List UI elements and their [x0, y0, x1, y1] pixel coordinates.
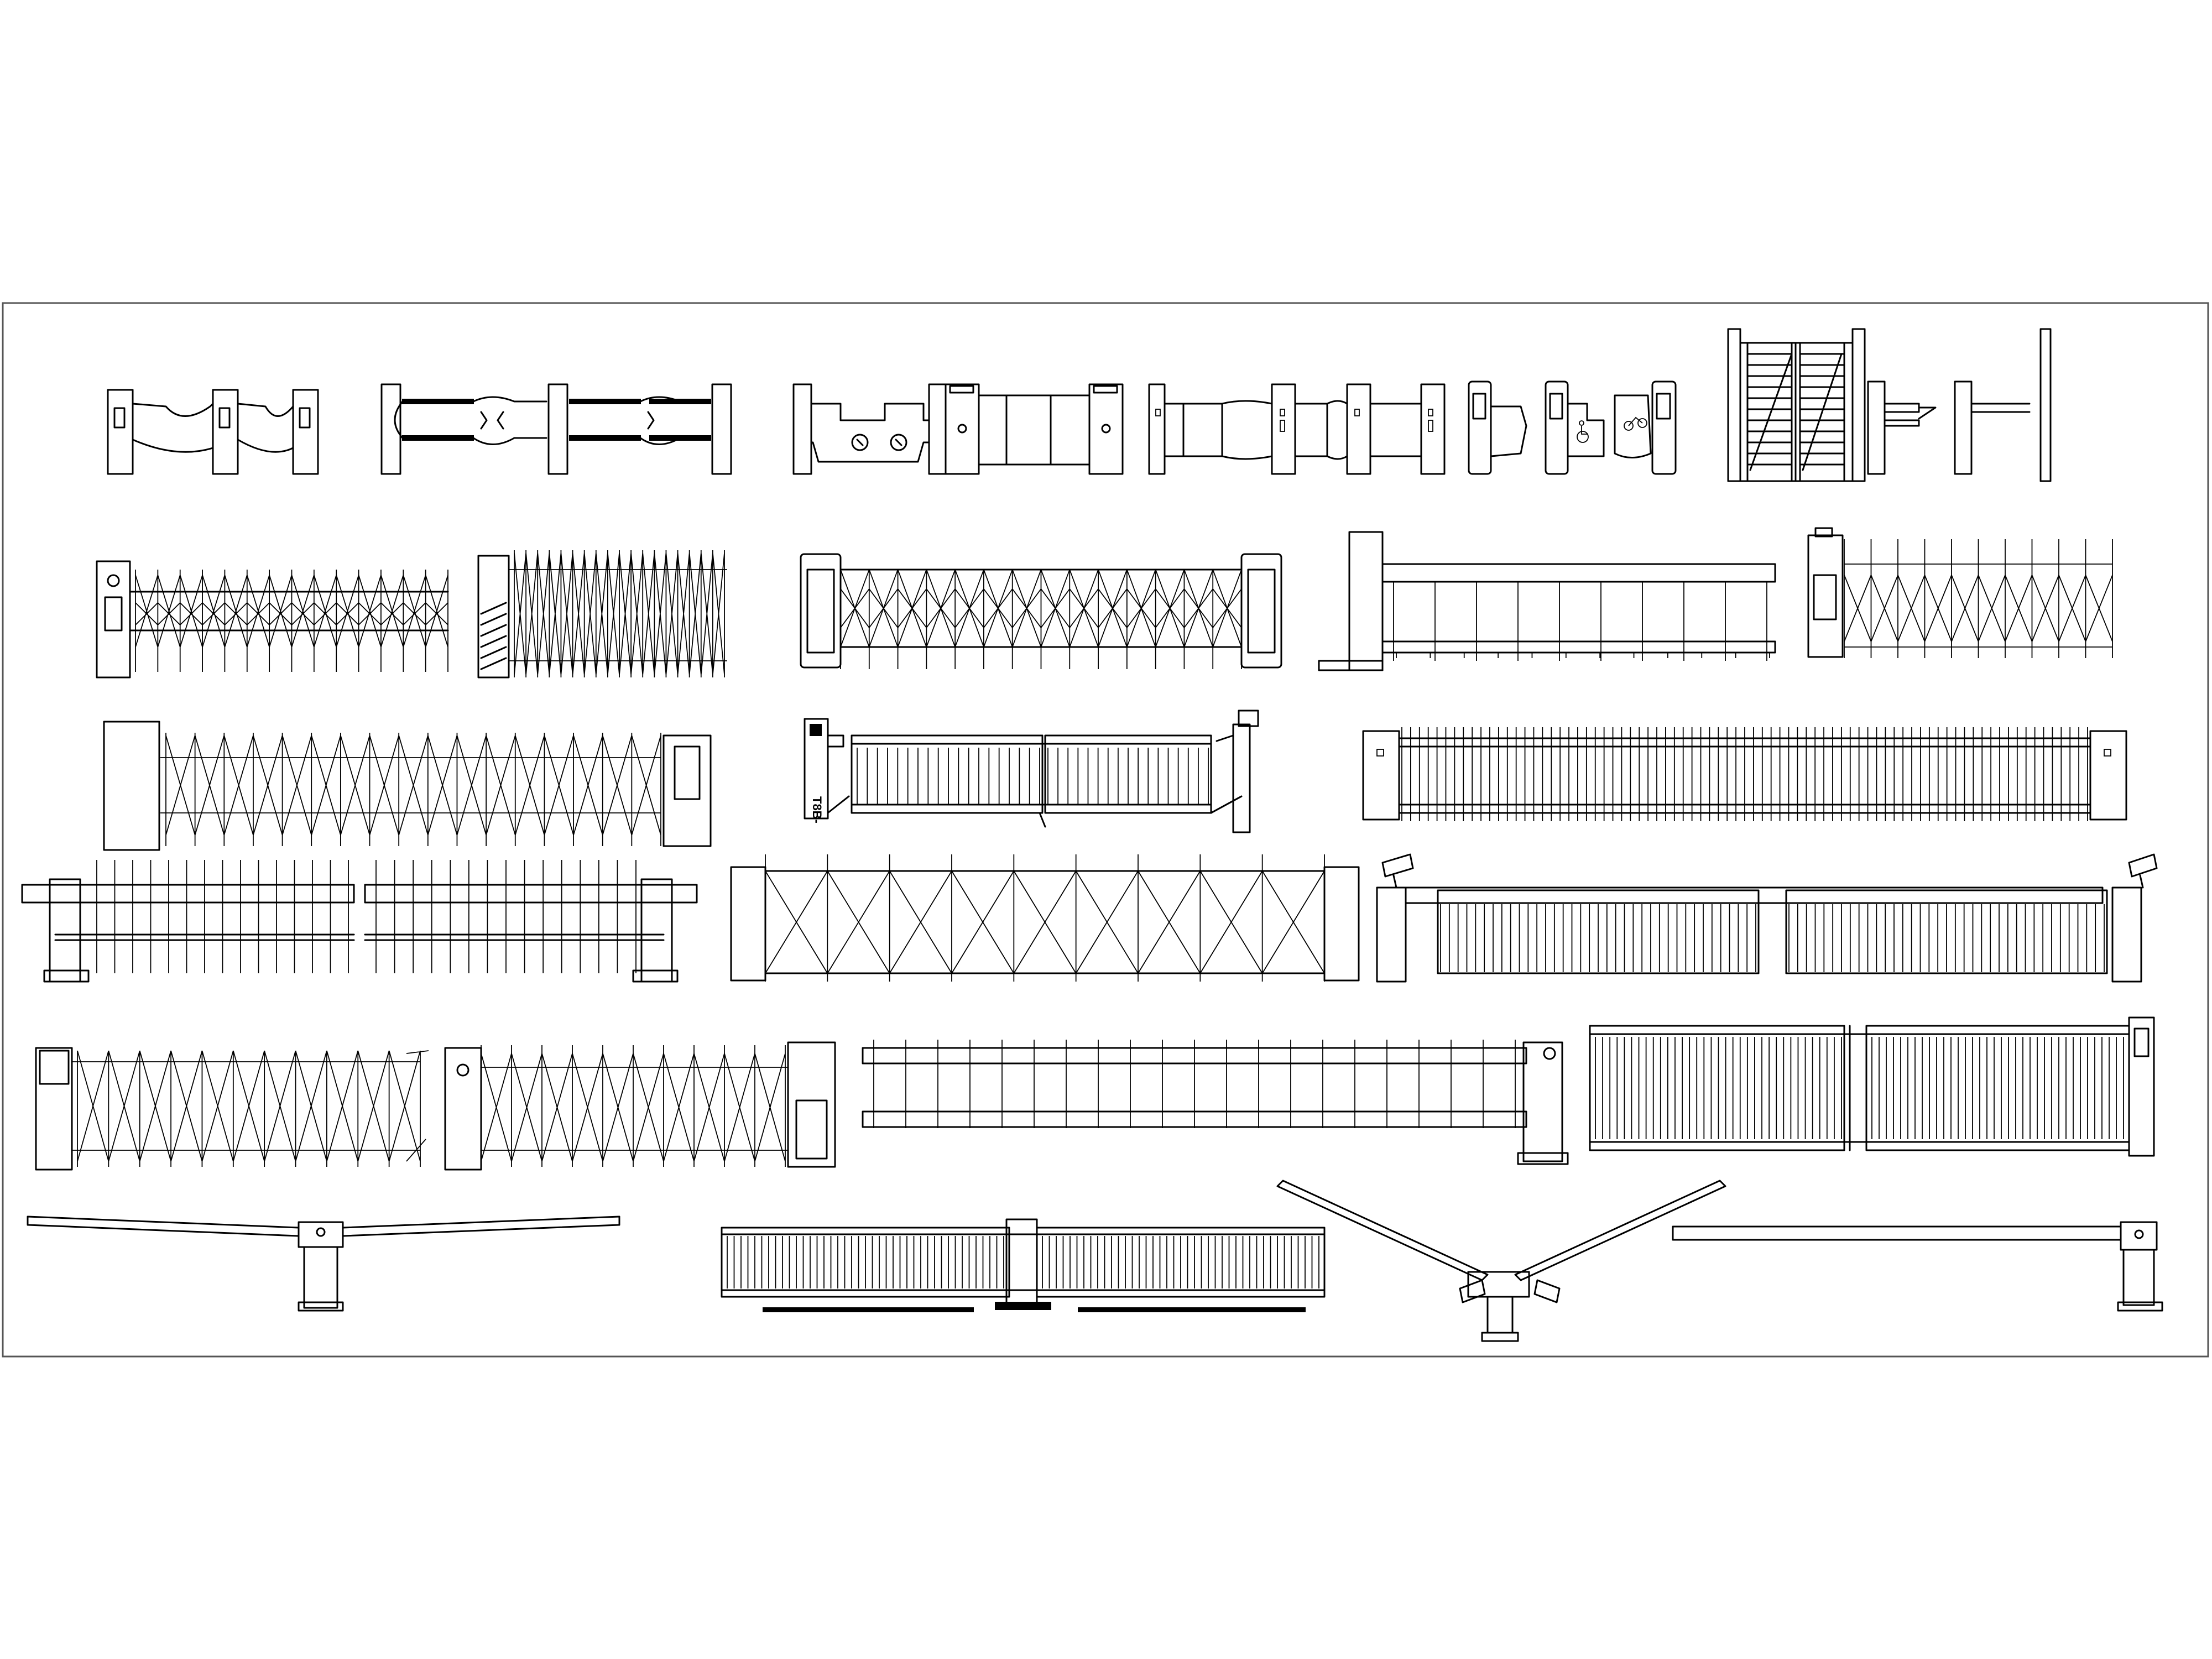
- sliding-gate-wheeled: [1589, 1016, 2155, 1157]
- retractable-gate-dense: [477, 550, 727, 679]
- sliding-gate-double: T8B-: [804, 709, 1259, 833]
- boom-barrier-raised: [1276, 1180, 1726, 1342]
- retractable-gate-cabinet: [444, 1041, 836, 1171]
- fence-boom-gate: [1318, 531, 1776, 671]
- cabinet-label: T8B-: [810, 796, 824, 823]
- lattice-gate: [800, 553, 1282, 669]
- fence-barrier-pair: [21, 860, 698, 983]
- lattice-gate-large: [730, 854, 1360, 982]
- retractable-gate-spiked: [1807, 527, 2113, 658]
- full-height-turnstile: [1727, 328, 1866, 482]
- cctv-camera-icon: [2128, 853, 2158, 889]
- wing-gate: [107, 389, 319, 475]
- picket-gate-long: [1362, 727, 2127, 821]
- boom-barrier-double: [27, 1215, 620, 1312]
- speed-gate: [1148, 383, 1446, 475]
- retractable-gate-long: [103, 721, 712, 851]
- boom-barrier-single: [1672, 1221, 2163, 1312]
- sliding-gate-cctv: [1376, 853, 2158, 983]
- wheelchair-icon: [1577, 420, 1589, 443]
- cctv-camera-icon: [1381, 853, 1414, 889]
- fence-boom-long: [862, 1040, 1569, 1165]
- tripod-turnstile: [1867, 328, 2052, 482]
- retractable-gate-open: [35, 1047, 429, 1171]
- retractable-gate: [96, 560, 449, 679]
- swing-gate: [380, 383, 732, 475]
- flap-barrier: [792, 383, 1124, 475]
- drawing-frame: [2, 302, 2209, 1358]
- bicycle-icon: [1624, 416, 1647, 431]
- accessible-gate: [1468, 380, 1677, 475]
- sliding-gate-track: [721, 1218, 1326, 1312]
